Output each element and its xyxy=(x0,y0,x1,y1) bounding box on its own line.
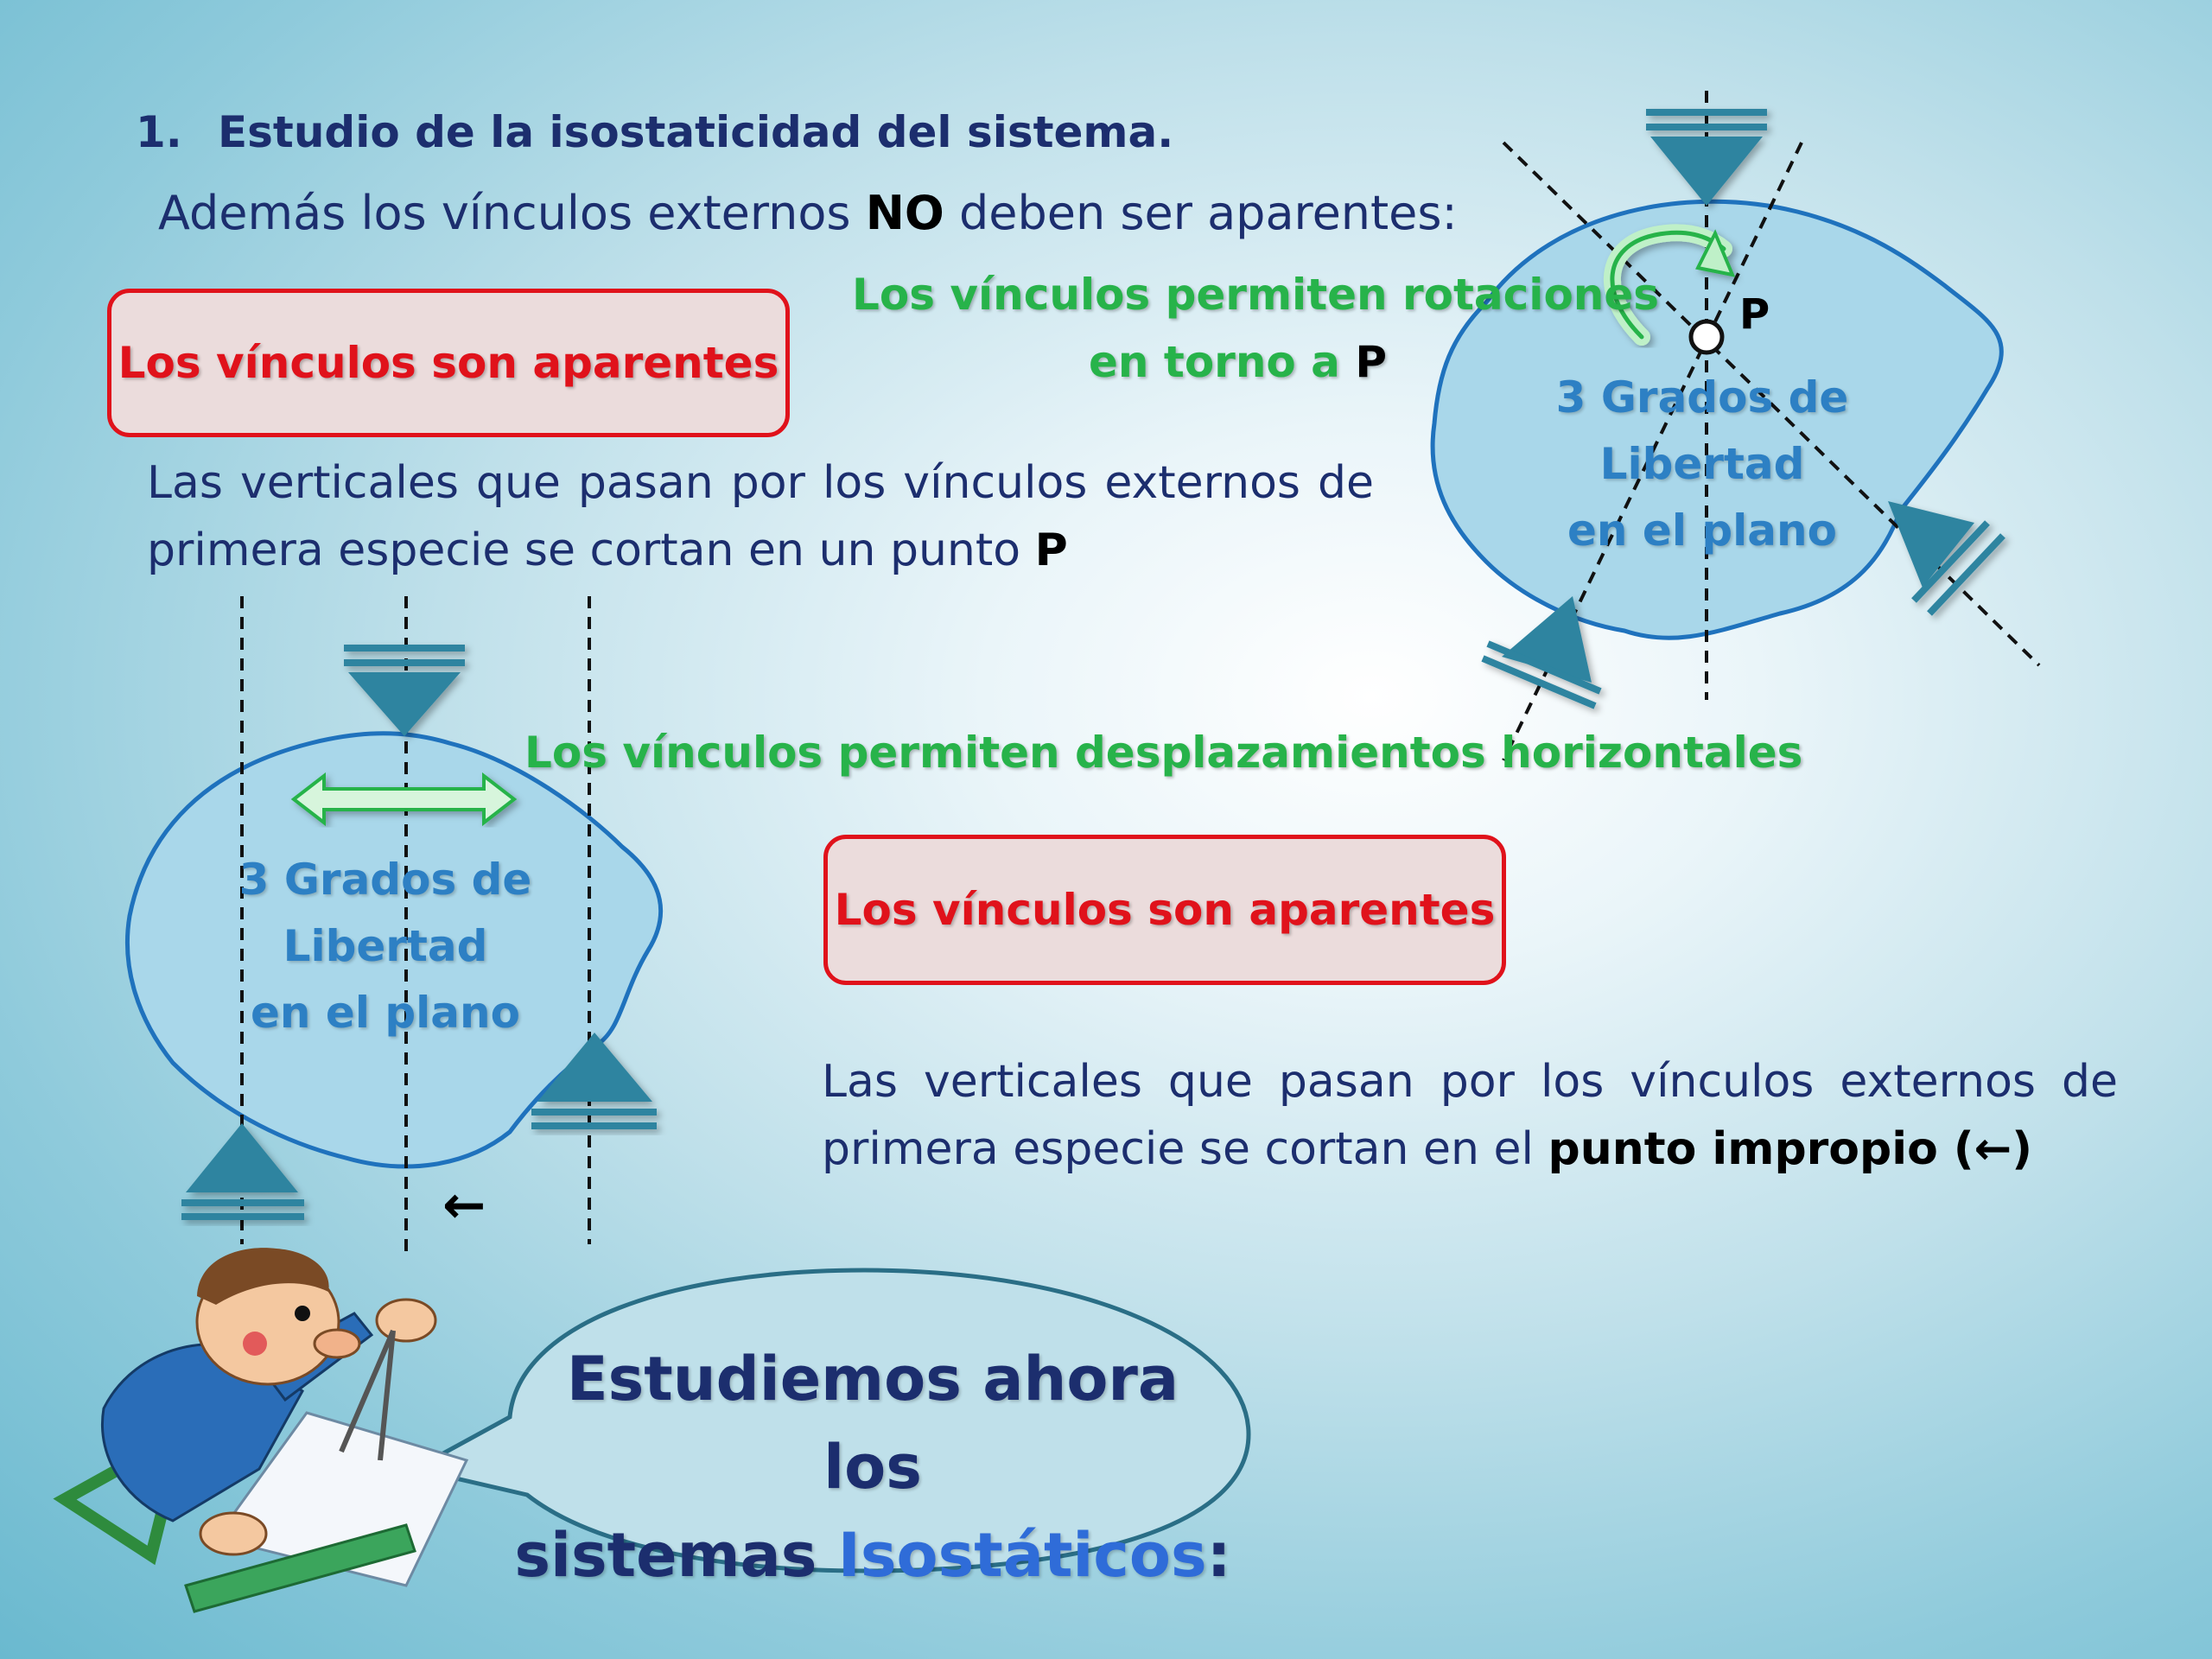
speech-bubble-line2-after: : xyxy=(1206,1520,1231,1591)
rotation-note-line2: en torno a P xyxy=(1089,337,1387,387)
rigid-body-1 xyxy=(1430,199,2004,640)
rotation-note-line1: Los vínculos permiten rotaciones xyxy=(852,270,1660,320)
dof-2-line-3: en el plano xyxy=(251,988,520,1038)
dof-1-line-1: 3 Grados de xyxy=(1555,372,1849,423)
section-number: 1. xyxy=(136,107,182,157)
left-arrow-label: ← xyxy=(442,1175,486,1236)
explanation-1-text: Las verticales que pasan por los vínculo… xyxy=(147,457,1374,576)
support-top-icon xyxy=(1646,109,1767,206)
apparent-links-box-1: Los vínculos son aparentes xyxy=(107,289,790,437)
intro-emphasis: NO xyxy=(865,186,944,240)
dof-1-line-2: Libertad xyxy=(1599,439,1805,489)
intro-text: Además los vínculos externos NO deben se… xyxy=(158,186,1458,240)
point-p-label: P xyxy=(1739,290,1770,339)
intro-before: Además los vínculos externos xyxy=(158,186,866,240)
apparent-links-label-1: Los vínculos son aparentes xyxy=(118,338,779,388)
support-bottom-left-icon xyxy=(1481,596,1602,709)
explanation-2: Las verticales que pasan por los vínculo… xyxy=(822,1048,2118,1183)
intro-after: deben ser aparentes: xyxy=(944,186,1458,240)
dof-2-line-1: 3 Grados de xyxy=(238,855,532,905)
support-right-2-icon xyxy=(531,1033,657,1129)
horizontal-displacement-note: Los vínculos permiten desplazamientos ho… xyxy=(524,728,1803,778)
double-arrow-icon xyxy=(290,772,518,827)
support-bottom-2-icon xyxy=(181,1123,304,1220)
explanation-1-emphasis: P xyxy=(1034,524,1068,576)
dof-label-1: 3 Grados de Libertad en el plano xyxy=(1529,365,1875,564)
support-top-2-icon xyxy=(344,645,465,736)
speech-bubble-line2: sistemas Isostáticos: xyxy=(510,1511,1236,1599)
speech-bubble-line2-before: sistemas xyxy=(514,1520,838,1591)
apparent-links-box-2: Los vínculos son aparentes xyxy=(823,835,1506,985)
section-title-text: Estudio de la isostaticidad del sistema. xyxy=(218,107,1174,157)
dof-1-line-3: en el plano xyxy=(1567,505,1837,556)
section-title: 1. Estudio de la isostaticidad del sistem… xyxy=(136,107,1173,157)
curved-arrow-icon xyxy=(1604,224,1736,346)
explanation-2-emphasis: punto impropio (←) xyxy=(1548,1123,2033,1175)
rigid-body-2 xyxy=(125,731,664,1169)
dof-label-2: 3 Grados de Libertad en el plano xyxy=(213,847,558,1046)
speech-bubble-line1: Estudiemos ahora los xyxy=(566,1344,1179,1503)
explanation-1: Las verticales que pasan por los vínculo… xyxy=(147,449,1374,584)
support-right-icon xyxy=(1888,501,2005,616)
speech-bubble xyxy=(409,1268,1251,1573)
rotation-note-line2-emphasis: P xyxy=(1355,337,1387,387)
speech-bubble-text: Estudiemos ahora los sistemas Isostático… xyxy=(510,1335,1236,1599)
engineer-drafting-icon xyxy=(53,1248,469,1613)
apparent-links-label-2: Los vínculos son aparentes xyxy=(834,885,1496,935)
speech-bubble-accent: Isostáticos xyxy=(837,1520,1207,1591)
point-p-marker xyxy=(1688,319,1725,355)
explanation-2-text: Las verticales que pasan por los vínculo… xyxy=(822,1056,2118,1175)
dof-2-line-2: Libertad xyxy=(283,921,488,971)
rotation-note-line2-text: en torno a xyxy=(1089,337,1356,387)
